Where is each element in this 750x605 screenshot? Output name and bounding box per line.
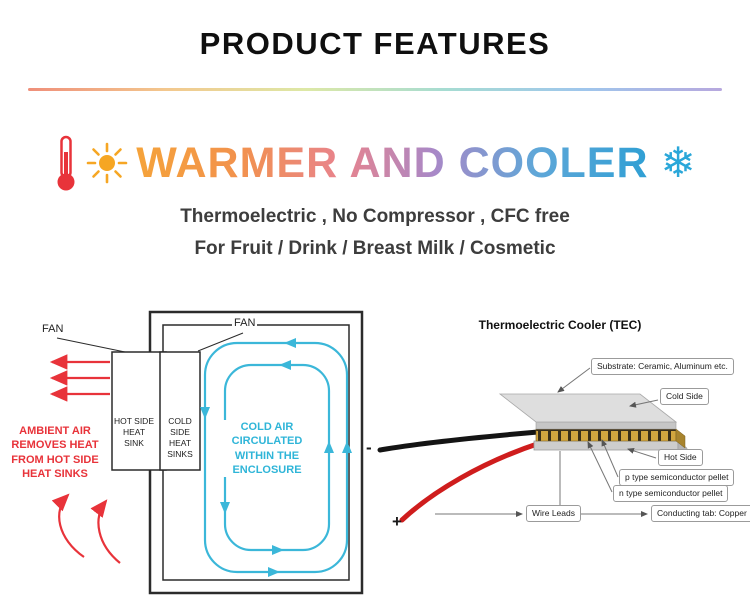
label-cold-side: Cold Side: [660, 388, 709, 405]
tec-title: Thermoelectric Cooler (TEC): [478, 318, 642, 332]
cold-side-heat-sink-label: COLD SIDE HEAT SINKS: [167, 416, 193, 460]
hot-side-heat-sink-label: HOT SIDE HEAT SINK: [114, 416, 154, 449]
hot-air-arrows: [49, 354, 121, 564]
negative-terminal-sign: -: [366, 438, 372, 457]
heat-sink-boxes: [111, 351, 201, 471]
hero-subtitle-1: Thermoelectric , No Compressor , CFC fre…: [180, 206, 570, 227]
fan-label-left: FAN: [40, 322, 66, 337]
hero-subtitle-2: For Fruit / Drink / Breast Milk / Cosmet…: [194, 238, 556, 259]
cold-air-circulation-label: COLD AIR CIRCULATED WITHIN THE ENCLOSURE: [217, 420, 317, 478]
cold-air-arrowheads: [200, 338, 352, 577]
snowflake-icon: ❄: [660, 139, 696, 186]
label-conducting-tab: Conducting tab: Copper: [651, 505, 750, 522]
label-wire-leads: Wire Leads: [526, 505, 581, 522]
thermometer-icon: [57, 135, 75, 191]
cold-air-loops: [203, 341, 349, 574]
label-substrate: Substrate: Ceramic, Aluminum etc.: [591, 358, 734, 375]
black-wire: [377, 429, 541, 453]
hero-headline: WARMER AND COOLER: [136, 138, 649, 187]
label-hot-side: Hot Side: [658, 449, 703, 466]
fan-label-right: FAN: [232, 316, 258, 331]
red-wire: [399, 440, 543, 523]
hero-row: WARMER AND COOLER ❄: [0, 126, 750, 200]
label-p-type: p type semiconductor pellet: [619, 469, 735, 486]
ambient-air-label: AMBIENT AIR REMOVES HEAT FROM HOT SIDE H…: [11, 425, 99, 480]
positive-terminal-sign: +: [392, 512, 402, 531]
label-n-type: n type semiconductor pellet: [613, 485, 729, 502]
rainbow-divider: [28, 88, 722, 91]
sun-icon: [86, 142, 128, 184]
page-title: PRODUCT FEATURES: [199, 26, 551, 61]
tec-module-graphic: [377, 367, 688, 523]
fan-leader-lines: [56, 332, 244, 353]
